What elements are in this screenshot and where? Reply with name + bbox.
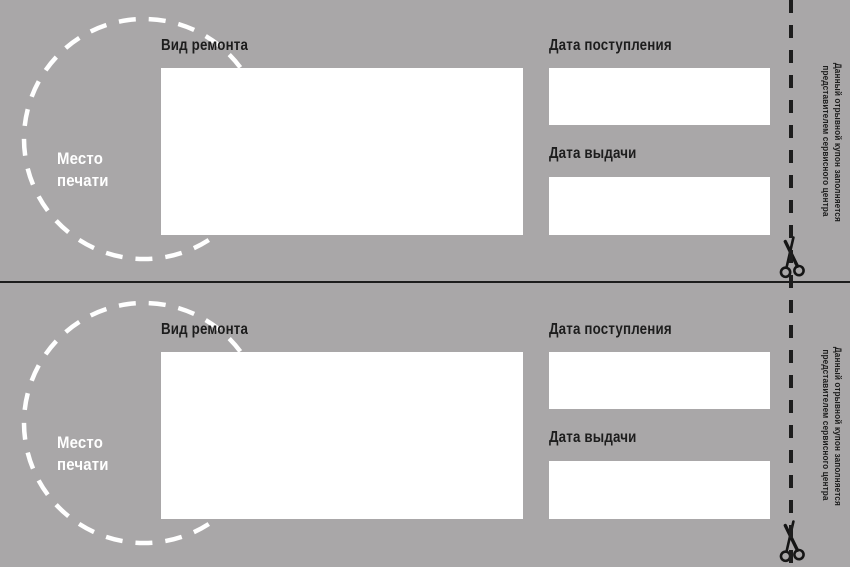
stamp-placeholder: Место печати bbox=[57, 432, 109, 476]
cut-line bbox=[789, 0, 793, 567]
note-line-1: Данный отрывной купон заполняется bbox=[833, 346, 843, 506]
repair-type-label: Вид ремонта bbox=[161, 321, 249, 338]
service-center-note: Данный отрывной купон заполняется предст… bbox=[820, 62, 844, 222]
stamp-line: Место bbox=[57, 433, 104, 452]
section-divider bbox=[0, 281, 850, 283]
issue-date-field[interactable] bbox=[549, 461, 770, 519]
note-line-2: представителем сервисного центра bbox=[821, 349, 831, 501]
repair-type-field[interactable] bbox=[161, 352, 523, 519]
tear-off-coupon-2: Место печати Вид ремонта Дата поступлени… bbox=[0, 284, 850, 567]
repair-type-field[interactable] bbox=[161, 68, 523, 235]
service-center-note: Данный отрывной купон заполняется предст… bbox=[820, 346, 844, 506]
receipt-date-label: Дата поступления bbox=[549, 37, 672, 54]
stamp-line: печати bbox=[57, 455, 109, 474]
receipt-date-label: Дата поступления bbox=[549, 321, 672, 338]
receipt-date-field[interactable] bbox=[549, 352, 770, 409]
issue-date-field[interactable] bbox=[549, 177, 770, 235]
receipt-date-field[interactable] bbox=[549, 68, 770, 125]
stamp-line: печати bbox=[57, 171, 109, 190]
stamp-line: Место bbox=[57, 149, 104, 168]
tear-off-coupon-1: Место печати Вид ремонта Дата поступлени… bbox=[0, 0, 850, 283]
issue-date-label: Дата выдачи bbox=[549, 145, 637, 162]
note-line-1: Данный отрывной купон заполняется bbox=[833, 62, 843, 222]
repair-type-label: Вид ремонта bbox=[161, 37, 249, 54]
stamp-placeholder: Место печати bbox=[57, 148, 109, 192]
note-line-2: представителем сервисного центра bbox=[821, 65, 831, 217]
issue-date-label: Дата выдачи bbox=[549, 429, 637, 446]
